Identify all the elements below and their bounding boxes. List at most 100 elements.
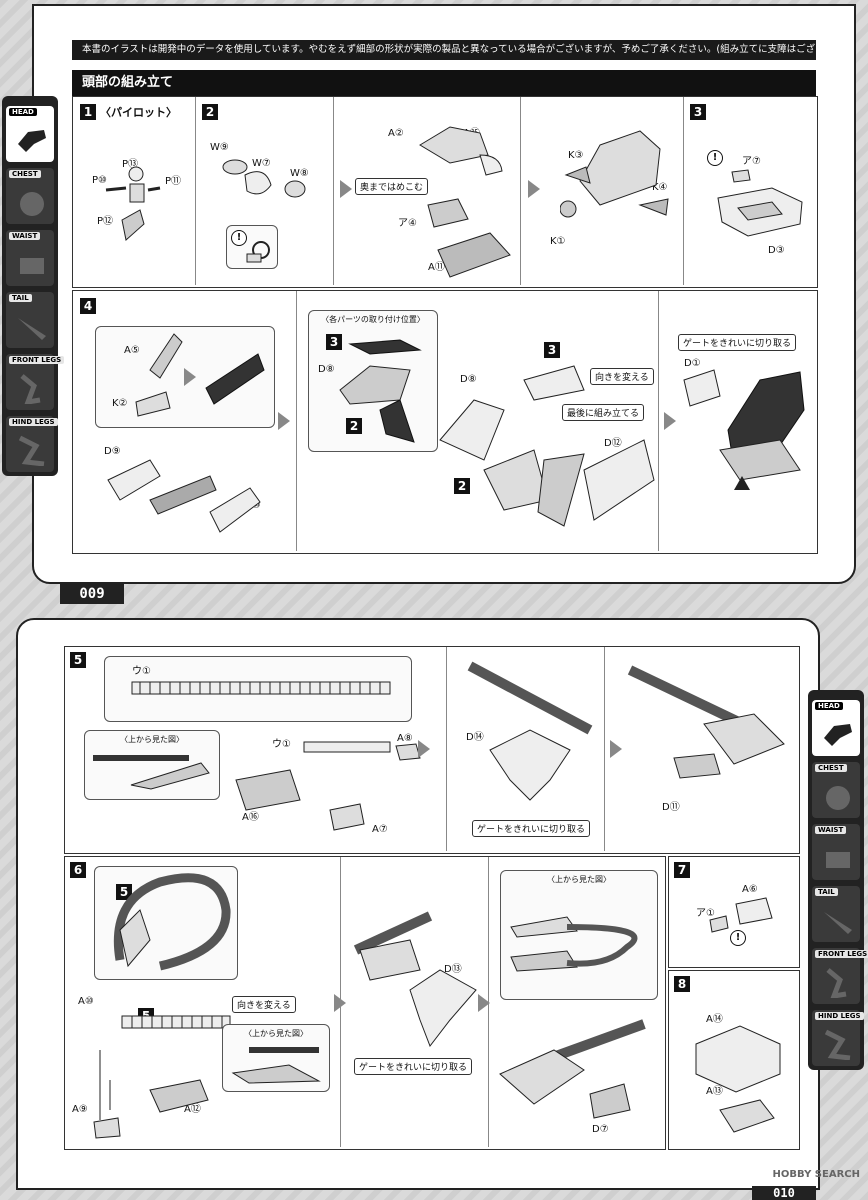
tail-assembled-illustration: [499, 1019, 646, 1119]
part-label: W⑨: [210, 142, 229, 153]
head-part-icon: [18, 130, 46, 152]
step-7-panel: [668, 856, 800, 968]
tail-plate-illustration: [353, 911, 477, 1048]
next-arrow: [528, 180, 540, 198]
pilot-figure-illustration: [105, 166, 161, 241]
tab-chest[interactable]: CHEST: [812, 762, 860, 818]
part-label: D⑭: [466, 732, 484, 743]
part-label: D⑦: [592, 1124, 609, 1135]
gate-cut-label: ゲートをきれいに切り取る: [678, 334, 797, 351]
head-inner-frame-illustration: [560, 130, 669, 218]
part-label: ウ①: [272, 739, 291, 750]
neck-assembled-illustration: [627, 665, 785, 779]
tail-chain-assembly-illustration: [235, 741, 421, 831]
next-arrow: [664, 412, 676, 430]
hind-legs-part-icon: [824, 1029, 851, 1060]
tab-waist[interactable]: WAIST: [812, 824, 860, 880]
part-label: A⑬: [706, 1086, 723, 1097]
tab-hind-legs[interactable]: HIND LEGS: [6, 416, 58, 472]
tab-waist[interactable]: WAIST: [6, 230, 54, 286]
neck-plate-illustration: [467, 661, 593, 801]
next-arrow: [334, 994, 346, 1012]
part-label: D⑪: [662, 802, 680, 813]
mount-block-illustration: [695, 1025, 781, 1133]
divider: [520, 97, 521, 285]
part-label: W⑦: [252, 158, 271, 169]
rotate-label: 向きを変える: [590, 368, 654, 385]
hind-legs-part-icon: [18, 435, 45, 466]
front-legs-part-icon: [826, 968, 847, 998]
tab-hind-legs[interactable]: HIND LEGS: [812, 1010, 864, 1066]
part-label: A⑫: [184, 1104, 201, 1115]
divider: [195, 97, 196, 285]
divider: [296, 291, 297, 551]
part-label: ア①: [696, 908, 715, 919]
part-label: A⑩: [78, 996, 94, 1007]
next-arrow: [340, 180, 352, 198]
ring-part-icon: [246, 241, 270, 263]
tab-front-legs[interactable]: FRONT LEGS: [812, 948, 868, 1004]
detail-inset: !: [226, 225, 278, 269]
part-label: D⑧: [460, 374, 477, 385]
next-arrow: [184, 368, 196, 386]
next-arrow: [610, 740, 622, 758]
top-view-inset: 〈上から見た図〉: [84, 730, 220, 800]
last-assembly-label: 最後に組み立てる: [562, 404, 645, 421]
page-number-right: 010: [752, 1186, 816, 1200]
cockpit-assembly-illustration: [419, 126, 511, 278]
tab-tail[interactable]: TAIL: [6, 292, 54, 348]
tab-head[interactable]: HEAD: [812, 700, 860, 756]
tab-chest[interactable]: CHEST: [6, 168, 54, 224]
ref-step-3: 3: [326, 334, 342, 350]
chest-part-icon: [826, 786, 850, 810]
caution-icon: !: [707, 150, 723, 166]
part-label: K④: [652, 182, 668, 193]
part-label: P⑬: [122, 159, 139, 170]
part-label: ア④: [398, 218, 417, 229]
step-8-number: 8: [674, 976, 690, 992]
part-label: A⑦: [372, 824, 388, 835]
divider: [604, 647, 605, 851]
gate-cut-label: ゲートをきれいに切り取る: [472, 820, 591, 837]
next-arrow: [278, 412, 290, 430]
page-number-left: 009: [60, 584, 124, 604]
waist-part-icon: [826, 852, 850, 868]
step-3-number: 3: [690, 104, 706, 120]
small-cover-illustration: [709, 897, 773, 933]
section-title: 頭部の組み立て: [72, 70, 816, 96]
inset-caption: 〈上から見た図〉: [244, 1029, 308, 1038]
tab-tail[interactable]: TAIL: [812, 886, 860, 942]
top-view-inset: 〈上から見た図〉: [222, 1024, 330, 1092]
part-label: A⑥: [742, 884, 758, 895]
helmet-parts-illustration: [222, 159, 306, 198]
part-label: A⑨: [72, 1104, 88, 1115]
step-7-number: 7: [674, 862, 690, 878]
part-label: D①: [684, 358, 701, 369]
lower-jaw-illustration: [107, 459, 261, 533]
category-tabs-right: HEAD CHEST WAIST TAIL FRONT LEGS HIND LE…: [808, 690, 868, 1070]
head-assembly-layout-illustration: [339, 339, 422, 443]
part-label: D③: [768, 245, 785, 256]
head-part-icon: [824, 724, 852, 746]
step-2-number: 2: [202, 104, 218, 120]
tab-front-legs[interactable]: FRONT LEGS: [6, 354, 65, 410]
part-label: A⑤: [124, 345, 140, 356]
part-label: ア⑦: [742, 156, 761, 167]
step-1-subtitle: 〈パイロット〉: [100, 106, 177, 119]
divider: [683, 97, 684, 285]
part-label: D⑬: [444, 964, 462, 975]
chain-part-illustration: [131, 681, 391, 695]
step-4-number: 4: [80, 298, 96, 314]
part-label: P⑪: [165, 176, 182, 187]
ref-step-3: 3: [544, 342, 560, 358]
divider: [658, 291, 659, 551]
rotate-label: 向きを変える: [232, 996, 296, 1013]
next-arrow: [418, 740, 430, 758]
top-view-illustration: [510, 916, 638, 972]
watermark: HOBBY SEARCH: [772, 1169, 860, 1180]
jaw-teeth-illustration: [135, 333, 265, 417]
tab-head[interactable]: HEAD: [6, 106, 54, 162]
top-view-inset: 〈上から見た図〉: [500, 870, 658, 1000]
part-label: P⑫: [97, 216, 114, 227]
part-label: W⑧: [290, 168, 309, 179]
